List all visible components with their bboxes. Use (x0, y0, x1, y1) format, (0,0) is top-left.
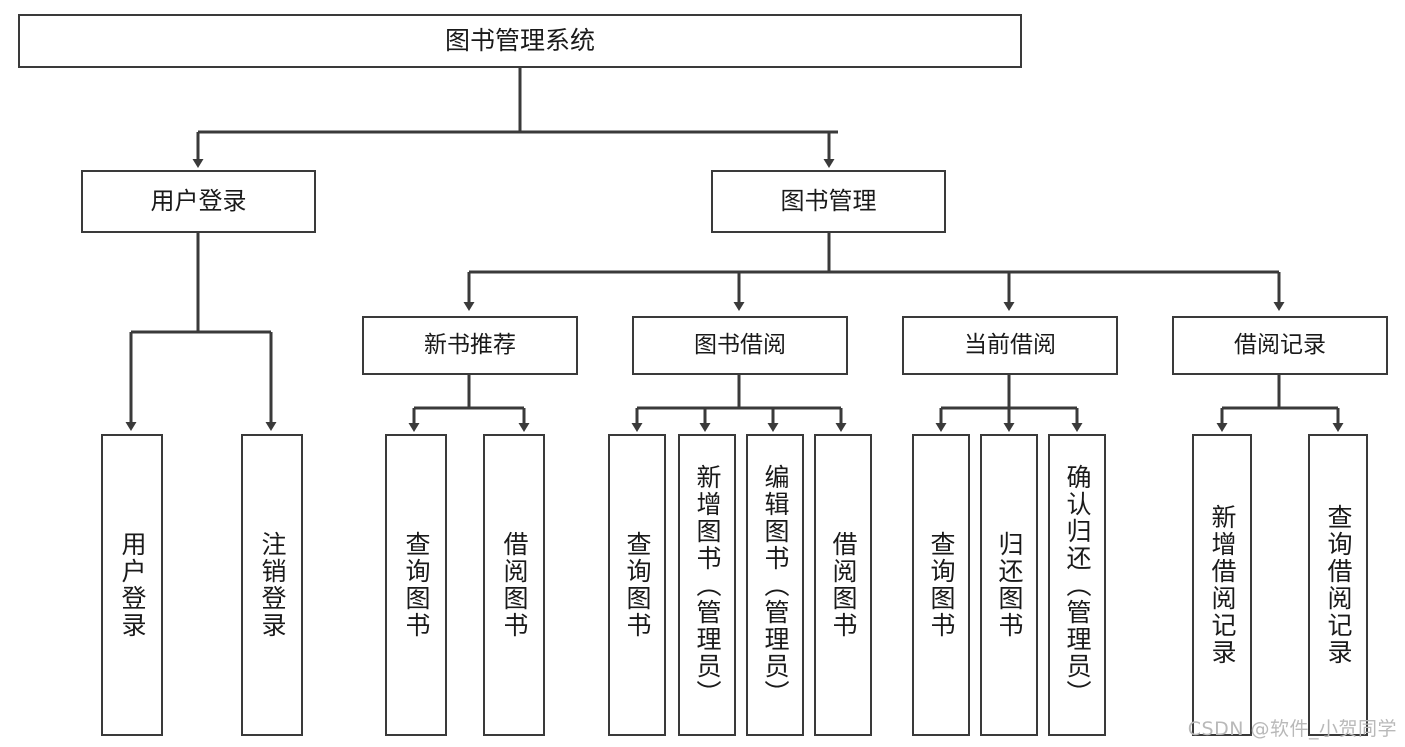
leaf-user-login-logout[interactable]: 注销登录 (241, 434, 303, 736)
leaf-borrow-record-add[interactable]: 新增借阅记录 (1192, 434, 1252, 736)
node-label: 图书管理 (780, 186, 877, 215)
leaf-book-borrow-borrow[interactable]: 借阅图书 (814, 434, 872, 736)
node-label: 借阅图书 (500, 531, 529, 639)
node-book-management[interactable]: 图书管理 (711, 170, 946, 233)
leaf-book-borrow-edit[interactable]: 编辑图书（管理员） (746, 434, 804, 736)
leaf-borrow-record-query[interactable]: 查询借阅记录 (1308, 434, 1368, 736)
node-label: 查询图书 (402, 531, 431, 639)
leaf-current-borrow-confirm-return[interactable]: 确认归还（管理员） (1048, 434, 1106, 736)
node-label: 用户登录 (118, 531, 147, 639)
node-label: 借阅图书 (829, 531, 858, 639)
leaf-current-borrow-query[interactable]: 查询图书 (912, 434, 970, 736)
node-label: 新增图书（管理员） (693, 463, 722, 707)
node-label: 注销登录 (258, 531, 287, 639)
node-label: 图书管理系统 (444, 25, 595, 55)
node-label: 编辑图书（管理员） (761, 463, 790, 707)
leaf-new-book-borrow[interactable]: 借阅图书 (483, 434, 545, 736)
node-root-system[interactable]: 图书管理系统 (18, 14, 1022, 68)
node-label: 新书推荐 (424, 332, 516, 359)
node-label: 新增借阅记录 (1208, 504, 1237, 666)
node-label: 图书借阅 (694, 332, 786, 359)
node-label: 查询图书 (927, 531, 956, 639)
node-book-borrow[interactable]: 图书借阅 (632, 316, 848, 375)
node-label: 当前借阅 (964, 332, 1056, 359)
leaf-book-borrow-query[interactable]: 查询图书 (608, 434, 666, 736)
leaf-new-book-query[interactable]: 查询图书 (385, 434, 447, 736)
node-label: 用户登录 (150, 186, 247, 215)
node-label: 查询图书 (623, 531, 652, 639)
watermark: CSDN @软件_小贺同学 (1187, 718, 1397, 740)
node-user-login[interactable]: 用户登录 (81, 170, 316, 233)
node-current-borrow[interactable]: 当前借阅 (902, 316, 1118, 375)
node-label: 确认归还（管理员） (1063, 463, 1092, 707)
node-label: 归还图书 (995, 531, 1024, 639)
leaf-user-login-login[interactable]: 用户登录 (101, 434, 163, 736)
leaf-book-borrow-add[interactable]: 新增图书（管理员） (678, 434, 736, 736)
node-label: 查询借阅记录 (1324, 504, 1353, 666)
node-label: 借阅记录 (1234, 332, 1326, 359)
leaf-current-borrow-return[interactable]: 归还图书 (980, 434, 1038, 736)
node-borrow-record[interactable]: 借阅记录 (1172, 316, 1388, 375)
node-new-book-recommend[interactable]: 新书推荐 (362, 316, 578, 375)
